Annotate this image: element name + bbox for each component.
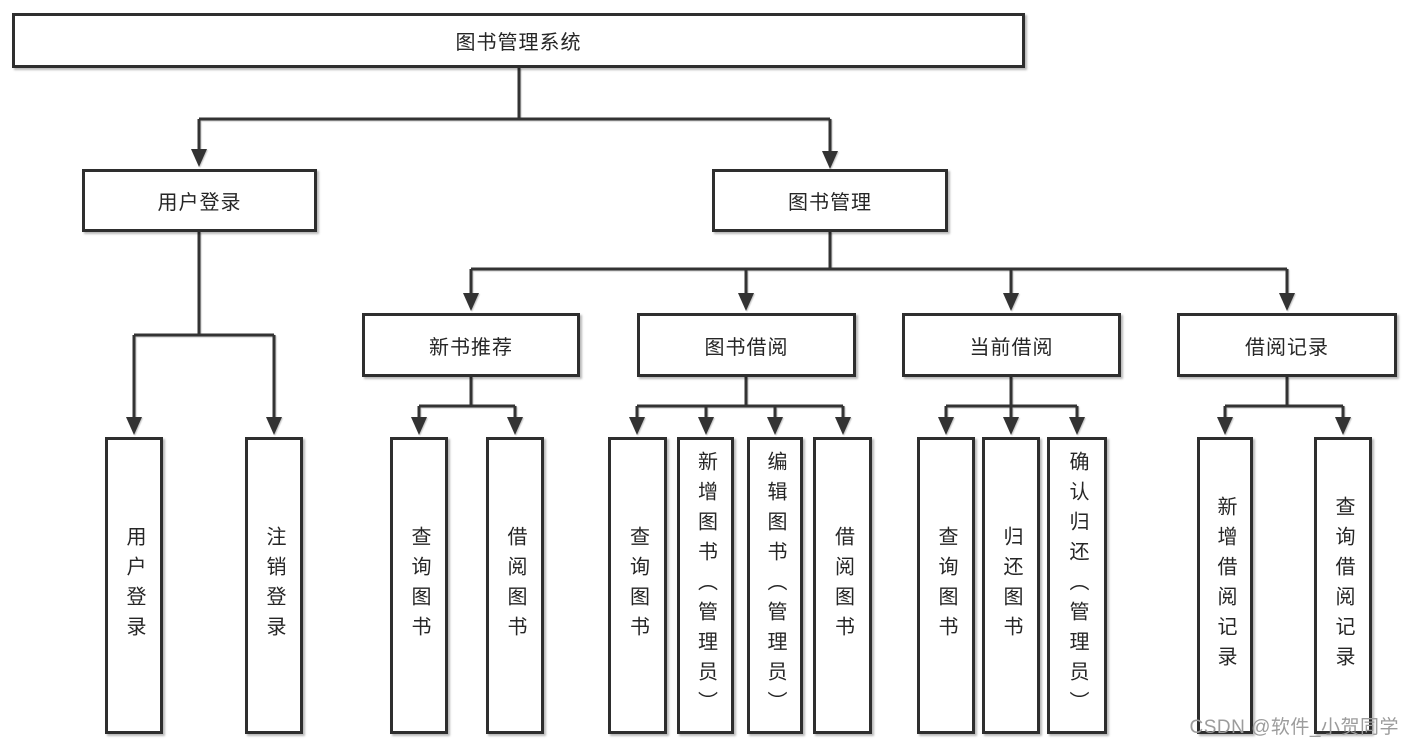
leaf-confirm-return-admin: 确认归还（管理员） [1047,437,1107,734]
node-label: 图书管理 [788,192,872,214]
node-label: 编辑图书（管理员） [764,450,786,721]
node-label: 查询图书 [408,525,430,646]
csdn-watermark: CSDN @软件_小贺同学 [1189,717,1399,738]
node-label: 新书推荐 [429,336,513,359]
node-current-borrowing: 当前借阅 [902,313,1121,377]
node-borrowing-records: 借阅记录 [1177,313,1397,377]
node-new-book-recommend: 新书推荐 [362,313,580,377]
node-label: 查询借阅记录 [1332,495,1354,676]
leaf-borrow-books: 借阅图书 [813,437,872,734]
node-label: 新增借阅记录 [1214,495,1236,676]
node-library-system: 图书管理系统 [12,13,1025,68]
node-label: 确认归还（管理员） [1066,450,1088,721]
node-label: 查询图书 [935,525,957,646]
leaf-query-books-borrow: 查询图书 [608,437,667,734]
leaf-query-borrow-record: 查询借阅记录 [1314,437,1372,734]
node-label: 注销登录 [263,525,285,646]
node-label: 借阅图书 [831,525,854,646]
leaf-borrow-books-recommend: 借阅图书 [486,437,544,734]
leaf-edit-books-admin: 编辑图书（管理员） [747,437,803,734]
node-label: 图书管理系统 [455,32,582,54]
node-user-login: 用户登录 [82,169,317,232]
node-label: 当前借阅 [969,336,1054,359]
node-book-management: 图书管理 [712,169,948,232]
node-book-borrowing: 图书借阅 [637,313,856,377]
leaf-query-books-recommend: 查询图书 [390,437,448,734]
node-label: 用户登录 [123,525,145,646]
leaf-query-books-current: 查询图书 [917,437,975,734]
leaf-add-books-admin: 新增图书（管理员） [677,437,734,734]
leaf-return-books: 归还图书 [982,437,1040,734]
node-label: 用户登录 [157,192,242,214]
arrowheads [126,149,1351,435]
leaf-user-login: 用户登录 [105,437,163,734]
node-label: 借阅图书 [504,525,526,646]
node-label: 查询图书 [626,525,649,646]
leaf-add-borrow-record: 新增借阅记录 [1197,437,1253,734]
node-label: 归还图书 [1000,525,1022,646]
node-label: 图书借阅 [704,336,789,359]
leaf-logout: 注销登录 [245,437,303,734]
node-label: 新增图书（管理员） [694,450,717,721]
node-label: 借阅记录 [1245,336,1329,359]
